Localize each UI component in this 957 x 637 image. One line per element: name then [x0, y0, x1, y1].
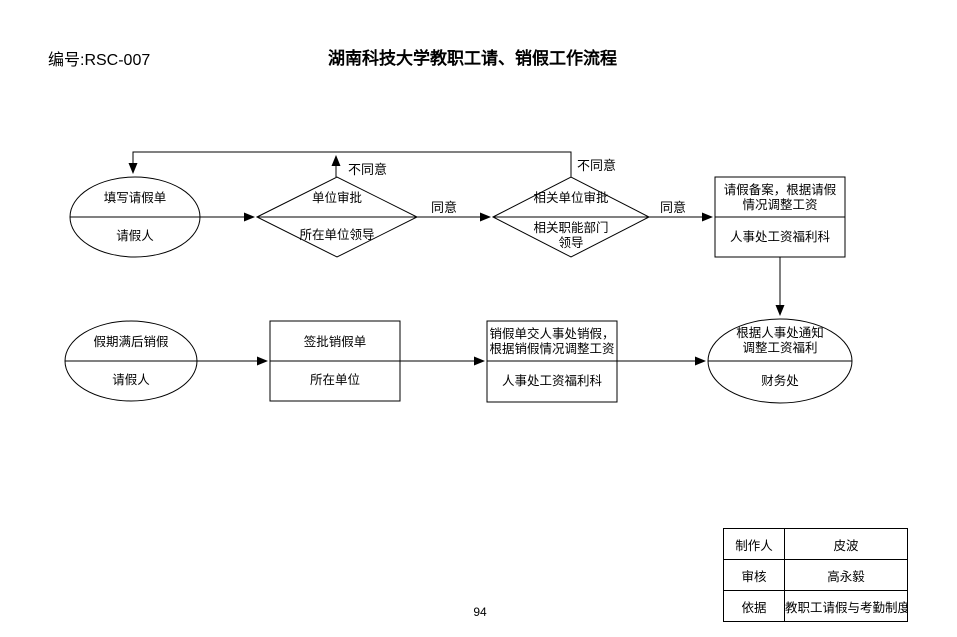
info-label-maker: 制作人: [723, 528, 785, 560]
disagree-label-2: 不同意: [577, 158, 617, 173]
cancel-actor-text: 请假人: [112, 372, 150, 387]
start-action-text: 填写请假单: [103, 190, 167, 205]
agree-label-1: 同意: [431, 200, 458, 215]
decision2-actor-line2: 领导: [558, 236, 584, 250]
page-title: 湖南科技大学教职工请、销假工作流程: [328, 49, 617, 68]
info-value-reviewer: 高永毅: [784, 559, 908, 591]
finance-action-line2: 调整工资福利: [742, 341, 818, 355]
info-label-basis: 依据: [723, 590, 785, 622]
feedback-line-decision2-to-start: [128, 151, 572, 177]
submit-actor-text: 人事处工资福利科: [501, 373, 602, 388]
cancel-action-text: 假期满后销假: [93, 334, 169, 349]
table-row: 依据 教职工请假与考勤制度: [723, 590, 908, 622]
info-table: 制作人 皮波 审核 高永毅 依据 教职工请假与考勤制度: [723, 528, 908, 622]
decision1-action-text: 单位审批: [311, 190, 362, 205]
info-value-basis: 教职工请假与考勤制度: [784, 590, 908, 622]
sign-action-text: 签批销假单: [303, 334, 367, 349]
sign-actor-text: 所在单位: [309, 372, 360, 387]
submit-action-line1: 销假单交人事处销假，: [489, 327, 615, 342]
record-action-line1: 请假备案，根据请假: [723, 183, 837, 198]
agree-label-2: 同意: [660, 200, 687, 215]
table-row: 制作人 皮波: [723, 528, 908, 560]
disagree-label-1: 不同意: [348, 162, 388, 177]
finance-actor-text: 财务处: [761, 373, 799, 388]
decision1-actor-text: 所在单位领导: [299, 227, 375, 242]
start-actor-text: 请假人: [116, 228, 154, 243]
submit-action-text: 销假单交人事处销假， 根据销假情况调整工资: [487, 323, 617, 361]
table-row: 审核 高永毅: [723, 559, 908, 591]
record-action-text: 请假备案，根据请假 情况调整工资: [715, 180, 845, 216]
finance-action-line1: 根据人事处通知: [736, 326, 824, 341]
record-actor-text: 人事处工资福利科: [729, 229, 830, 244]
page-number: 94: [473, 605, 487, 619]
document-code: 编号:RSC-007: [48, 52, 151, 69]
decision2-actor-text: 相关职能部门 领导: [493, 218, 649, 254]
decision2-actor-line1: 相关职能部门: [533, 221, 609, 236]
submit-action-line2: 根据销假情况调整工资: [489, 342, 615, 356]
record-action-line2: 情况调整工资: [742, 198, 818, 212]
decision2-action-text: 相关单位审批: [533, 190, 609, 205]
info-label-reviewer: 审核: [723, 559, 785, 591]
finance-action-text: 根据人事处通知 调整工资福利: [708, 322, 852, 360]
info-value-maker: 皮波: [784, 528, 908, 560]
